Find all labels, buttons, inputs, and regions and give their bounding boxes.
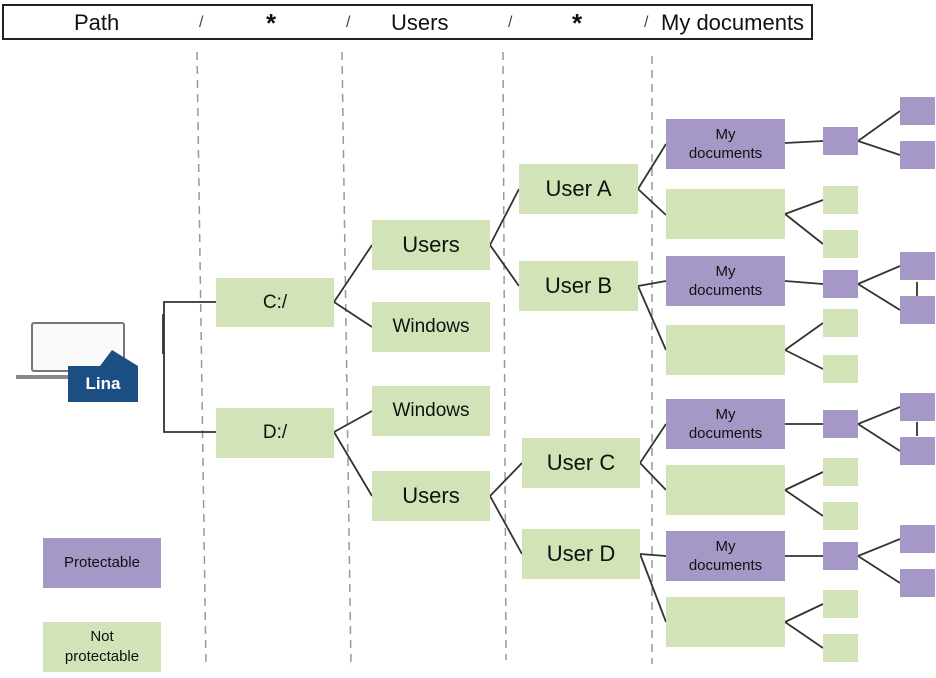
leaf-node-protectable <box>900 252 935 280</box>
my-documents-node: My documents <box>666 399 785 449</box>
user-node-b: User B <box>519 261 638 311</box>
legend-not-protectable: Not protectable <box>43 622 161 672</box>
leaf-node-protectable <box>900 437 935 465</box>
user-node-a: User A <box>519 164 638 214</box>
leaf-node-protectable <box>900 393 935 421</box>
leaf-node-protectable <box>900 569 935 597</box>
leaf-node-unprotected <box>823 355 858 383</box>
path-segment-users: Users <box>391 10 449 35</box>
leaf-node-unprotected <box>823 458 858 486</box>
my-documents-node: My documents <box>666 531 785 581</box>
path-segment-my-documents: My documents <box>661 10 805 35</box>
leaf-node-unprotected <box>823 590 858 618</box>
folder-node-unprotected <box>666 325 785 375</box>
lina-logo: Lina <box>68 366 138 402</box>
leaf-node-protectable <box>900 296 935 324</box>
leaf-node-unprotected <box>823 186 858 214</box>
path-bar: Path / * / Users / * / My documents <box>2 4 813 40</box>
folder-node-unprotected <box>666 597 785 647</box>
leaf-node-protectable <box>900 97 935 125</box>
path-wildcard: * <box>572 8 583 38</box>
leaf-node-protectable <box>823 127 858 155</box>
user-node-c: User C <box>522 438 640 488</box>
leaf-node-unprotected <box>823 230 858 258</box>
user-node-d: User D <box>522 529 640 579</box>
path-separator: / <box>508 14 513 31</box>
path-separator: / <box>346 14 351 31</box>
drive-node-c: C:/ <box>216 278 334 327</box>
path-separator: / <box>644 14 649 31</box>
leaf-node-unprotected <box>823 309 858 337</box>
path-separator: / <box>199 14 204 31</box>
my-documents-node: My documents <box>666 256 785 306</box>
computer-icon <box>16 322 140 402</box>
path-label: Path <box>74 10 120 35</box>
my-documents-node: My documents <box>666 119 785 169</box>
drive-node-d: D:/ <box>216 408 334 458</box>
folder-node-users: Users <box>372 471 490 521</box>
leaf-node-protectable <box>900 525 935 553</box>
leaf-node-protectable <box>900 141 935 169</box>
leaf-node-protectable <box>823 410 858 438</box>
folder-node-windows: Windows <box>372 302 490 352</box>
legend-protectable: Protectable <box>43 538 161 588</box>
folder-node-unprotected <box>666 465 785 515</box>
leaf-node-unprotected <box>823 502 858 530</box>
leaf-node-protectable <box>823 270 858 298</box>
leaf-node-protectable <box>823 542 858 570</box>
lina-logo-pointer <box>100 350 138 366</box>
path-wildcard: * <box>266 8 277 38</box>
folder-node-unprotected <box>666 189 785 239</box>
folder-node-users: Users <box>372 220 490 270</box>
folder-node-windows: Windows <box>372 386 490 436</box>
leaf-node-unprotected <box>823 634 858 662</box>
